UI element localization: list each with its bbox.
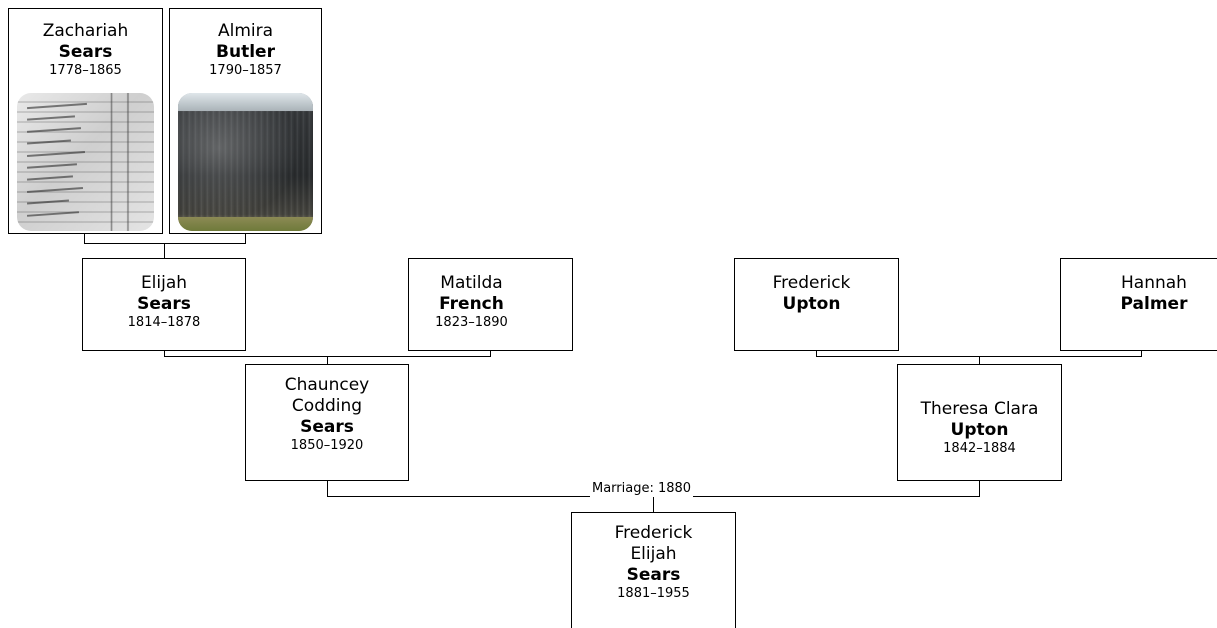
- life-years: 1850–1920: [290, 438, 364, 453]
- connector-line: [490, 350, 491, 356]
- surname: Palmer: [1120, 294, 1188, 314]
- surname: French: [439, 294, 504, 314]
- life-years: 1814–1878: [127, 315, 201, 330]
- marriage-label: Marriage: 1880: [590, 481, 694, 497]
- census-record-photo[interactable]: [17, 93, 154, 231]
- given-name: Frederick: [772, 273, 851, 293]
- surname: Sears: [58, 42, 113, 62]
- given-name: Theresa Clara: [920, 399, 1039, 419]
- person-card-matilda-french[interactable]: Matilda French 1823–1890: [408, 258, 573, 351]
- life-years: 1790–1857: [209, 63, 282, 78]
- person-card-zachariah-sears[interactable]: Zachariah Sears 1778–1865: [8, 8, 163, 234]
- person-card-frederick-upton[interactable]: Frederick Upton: [734, 258, 899, 351]
- surname: Sears: [300, 417, 354, 437]
- surname: Butler: [216, 42, 275, 62]
- surname: Upton: [782, 294, 841, 314]
- connector-line: [1141, 350, 1142, 356]
- connector-line: [979, 480, 980, 496]
- connector-line: [164, 243, 165, 258]
- surname: Sears: [626, 565, 681, 585]
- surname: Upton: [950, 420, 1009, 440]
- connector-line: [84, 233, 85, 243]
- given-name: Frederick: [614, 523, 693, 543]
- connector-line: [245, 233, 246, 243]
- connector-line: [84, 243, 246, 244]
- person-card-elijah-sears[interactable]: Elijah Sears 1814–1878: [82, 258, 246, 351]
- given-name: Matilda: [440, 273, 503, 293]
- person-card-theresa-clara-upton[interactable]: Theresa Clara Upton 1842–1884: [897, 364, 1062, 481]
- surname: Sears: [137, 294, 191, 314]
- life-years: 1842–1884: [943, 441, 1016, 456]
- connector-line: [327, 356, 328, 364]
- connector-line: [979, 356, 980, 364]
- life-years: 1778–1865: [49, 63, 122, 78]
- life-years: 1823–1890: [435, 315, 508, 330]
- connector-line: [816, 350, 817, 356]
- connector-line: [164, 350, 165, 356]
- connector-line: [327, 480, 328, 496]
- person-card-almira-butler[interactable]: Almira Butler 1790–1857: [169, 8, 322, 234]
- person-card-frederick-elijah-sears[interactable]: Frederick Elijah Sears 1881–1955: [571, 512, 736, 628]
- middle-name: Elijah: [630, 544, 677, 564]
- given-name: Almira: [217, 21, 274, 41]
- middle-name: Codding: [291, 396, 363, 416]
- given-name: Zachariah: [42, 21, 129, 41]
- gravestone-photo[interactable]: [178, 93, 313, 231]
- person-card-hannah-palmer[interactable]: Hannah Palmer: [1060, 258, 1217, 351]
- given-name: Hannah: [1121, 273, 1187, 293]
- connector-line: [653, 496, 654, 512]
- person-card-chauncey-codding-sears[interactable]: Chauncey Codding Sears 1850–1920: [245, 364, 409, 481]
- given-name: Elijah: [140, 273, 188, 293]
- given-name: Chauncey: [284, 375, 370, 395]
- life-years: 1881–1955: [617, 586, 690, 601]
